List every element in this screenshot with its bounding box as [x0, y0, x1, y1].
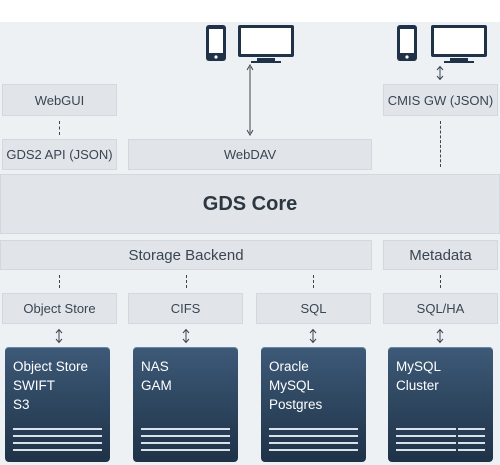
- object-store-adapter: Object Store: [2, 293, 117, 324]
- storage-line: Object Store: [13, 359, 89, 374]
- storage-line: MySQL: [396, 359, 442, 374]
- sql-adapter: SQL: [256, 293, 371, 324]
- object-store-arrow: [55, 328, 63, 344]
- webgui-api-connector: [59, 121, 60, 135]
- cifs-connector: [186, 275, 187, 288]
- cmis-core-connector: [440, 121, 441, 167]
- webgui-box: WebGUI: [2, 84, 117, 116]
- monitor-icon: [431, 25, 487, 63]
- sql-connector: [313, 275, 314, 288]
- sql-adapter-label: SQL: [300, 301, 327, 316]
- gds-core-label: GDS Core: [202, 192, 298, 215]
- cifs-adapter: CIFS: [128, 293, 243, 324]
- cmis-client-arrow: [436, 65, 444, 81]
- gds-core-box: GDS Core: [0, 174, 500, 234]
- rack-lines: [269, 428, 358, 452]
- phone-icon: [397, 25, 417, 61]
- sql-ha-connector: [440, 275, 441, 288]
- storage-line: Cluster: [396, 378, 439, 393]
- webdav-box: WebDAV: [128, 139, 372, 170]
- gds2-api-box: GDS2 API (JSON): [2, 139, 117, 170]
- metadata-label: Metadata: [409, 246, 472, 264]
- cmis-gw-label: CMIS GW (JSON): [387, 92, 494, 108]
- storage-backend-box: Storage Backend: [0, 240, 372, 270]
- object-store-adapter-label: Object Store: [23, 301, 96, 316]
- sql-ha-arrow: [436, 328, 444, 344]
- metadata-box: Metadata: [383, 240, 498, 270]
- database-system: Oracle MySQL Postgres: [261, 347, 366, 462]
- cmis-gw-box: CMIS GW (JSON): [383, 84, 498, 116]
- gds2-api-label: GDS2 API (JSON): [6, 147, 113, 162]
- object-store-connector: [59, 275, 60, 288]
- storage-line: GAM: [141, 378, 172, 393]
- mysql-cluster-system: MySQL Cluster: [388, 347, 493, 462]
- phone-icon: [206, 25, 226, 61]
- webdav-label: WebDAV: [223, 147, 277, 162]
- rack-lines: [141, 428, 230, 452]
- storage-line: NAS: [141, 359, 169, 374]
- object-store-system: Object Store SWIFT S3: [5, 347, 110, 462]
- storage-backend-label: Storage Backend: [128, 246, 244, 264]
- monitor-icon: [238, 25, 294, 63]
- rack-lines: [13, 428, 102, 452]
- webgui-label: WebGUI: [34, 92, 85, 108]
- webdav-client-arrow: [246, 64, 254, 136]
- sql-arrow: [309, 328, 317, 344]
- sql-ha-adapter-label: SQL/HA: [416, 301, 465, 316]
- rack-lines: [396, 428, 485, 452]
- cifs-arrow: [182, 328, 190, 344]
- nas-system: NAS GAM: [133, 347, 238, 462]
- storage-line: S3: [13, 397, 30, 412]
- sql-ha-adapter: SQL/HA: [383, 293, 498, 324]
- cifs-adapter-label: CIFS: [170, 301, 201, 316]
- storage-line: SWIFT: [13, 378, 55, 393]
- storage-line: Oracle: [269, 359, 309, 374]
- storage-line: MySQL: [269, 378, 315, 393]
- storage-line: Postgres: [269, 397, 323, 412]
